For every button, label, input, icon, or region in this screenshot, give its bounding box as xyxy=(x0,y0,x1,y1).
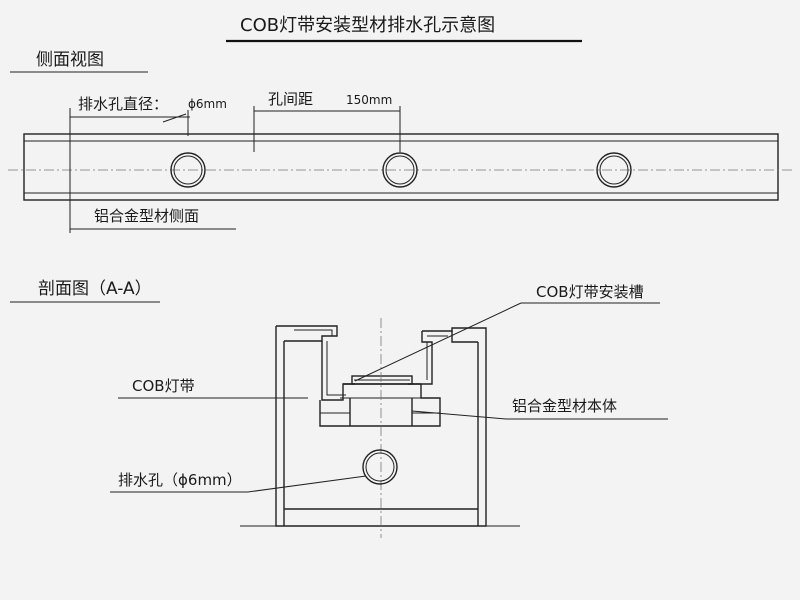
diameter-tick xyxy=(162,113,187,123)
section-view-heading: 剖面图（A-A） xyxy=(38,279,152,299)
drain-label: 排水孔（ϕ6mm） xyxy=(118,471,242,489)
hole-spacing-value: 150mm xyxy=(346,93,392,107)
hole-diameter-label: 排水孔直径： xyxy=(78,95,168,113)
left-flange xyxy=(276,325,338,342)
profile-side-label: 铝合金型材侧面 xyxy=(94,207,199,225)
hole-spacing-callout: 孔间距 150mm xyxy=(253,90,401,152)
side-view-heading: 侧面视图 xyxy=(36,50,104,70)
profile-outline xyxy=(23,133,779,201)
hole-diameter-value: ϕ6mm xyxy=(188,97,227,111)
side-view-profile xyxy=(8,133,792,201)
section-profile xyxy=(240,318,520,538)
right-flange xyxy=(422,330,478,343)
right-groove-wall xyxy=(408,331,433,385)
drain-hole-3 xyxy=(596,152,632,188)
base-block xyxy=(319,384,441,427)
body-leader xyxy=(411,410,668,420)
drain-hole-2 xyxy=(382,152,418,188)
hole-spacing-label: 孔间距 xyxy=(268,90,313,108)
strip-label: COB灯带 xyxy=(132,377,195,395)
groove-label: COB灯带安装槽 xyxy=(536,283,644,301)
diagram-title: COB灯带安装型材排水孔示意图 xyxy=(240,15,495,36)
body-label: 铝合金型材本体 xyxy=(512,397,617,415)
hole-diameter-callout: 排水孔直径： ϕ6mm xyxy=(69,95,227,233)
body-outline xyxy=(275,326,487,527)
drain-leader xyxy=(110,475,367,493)
drain-hole-1 xyxy=(170,152,206,188)
groove-leader xyxy=(354,302,660,382)
left-groove-wall-inner xyxy=(326,341,346,396)
section-drain-hole xyxy=(362,449,398,485)
left-flange-inner xyxy=(294,329,333,336)
